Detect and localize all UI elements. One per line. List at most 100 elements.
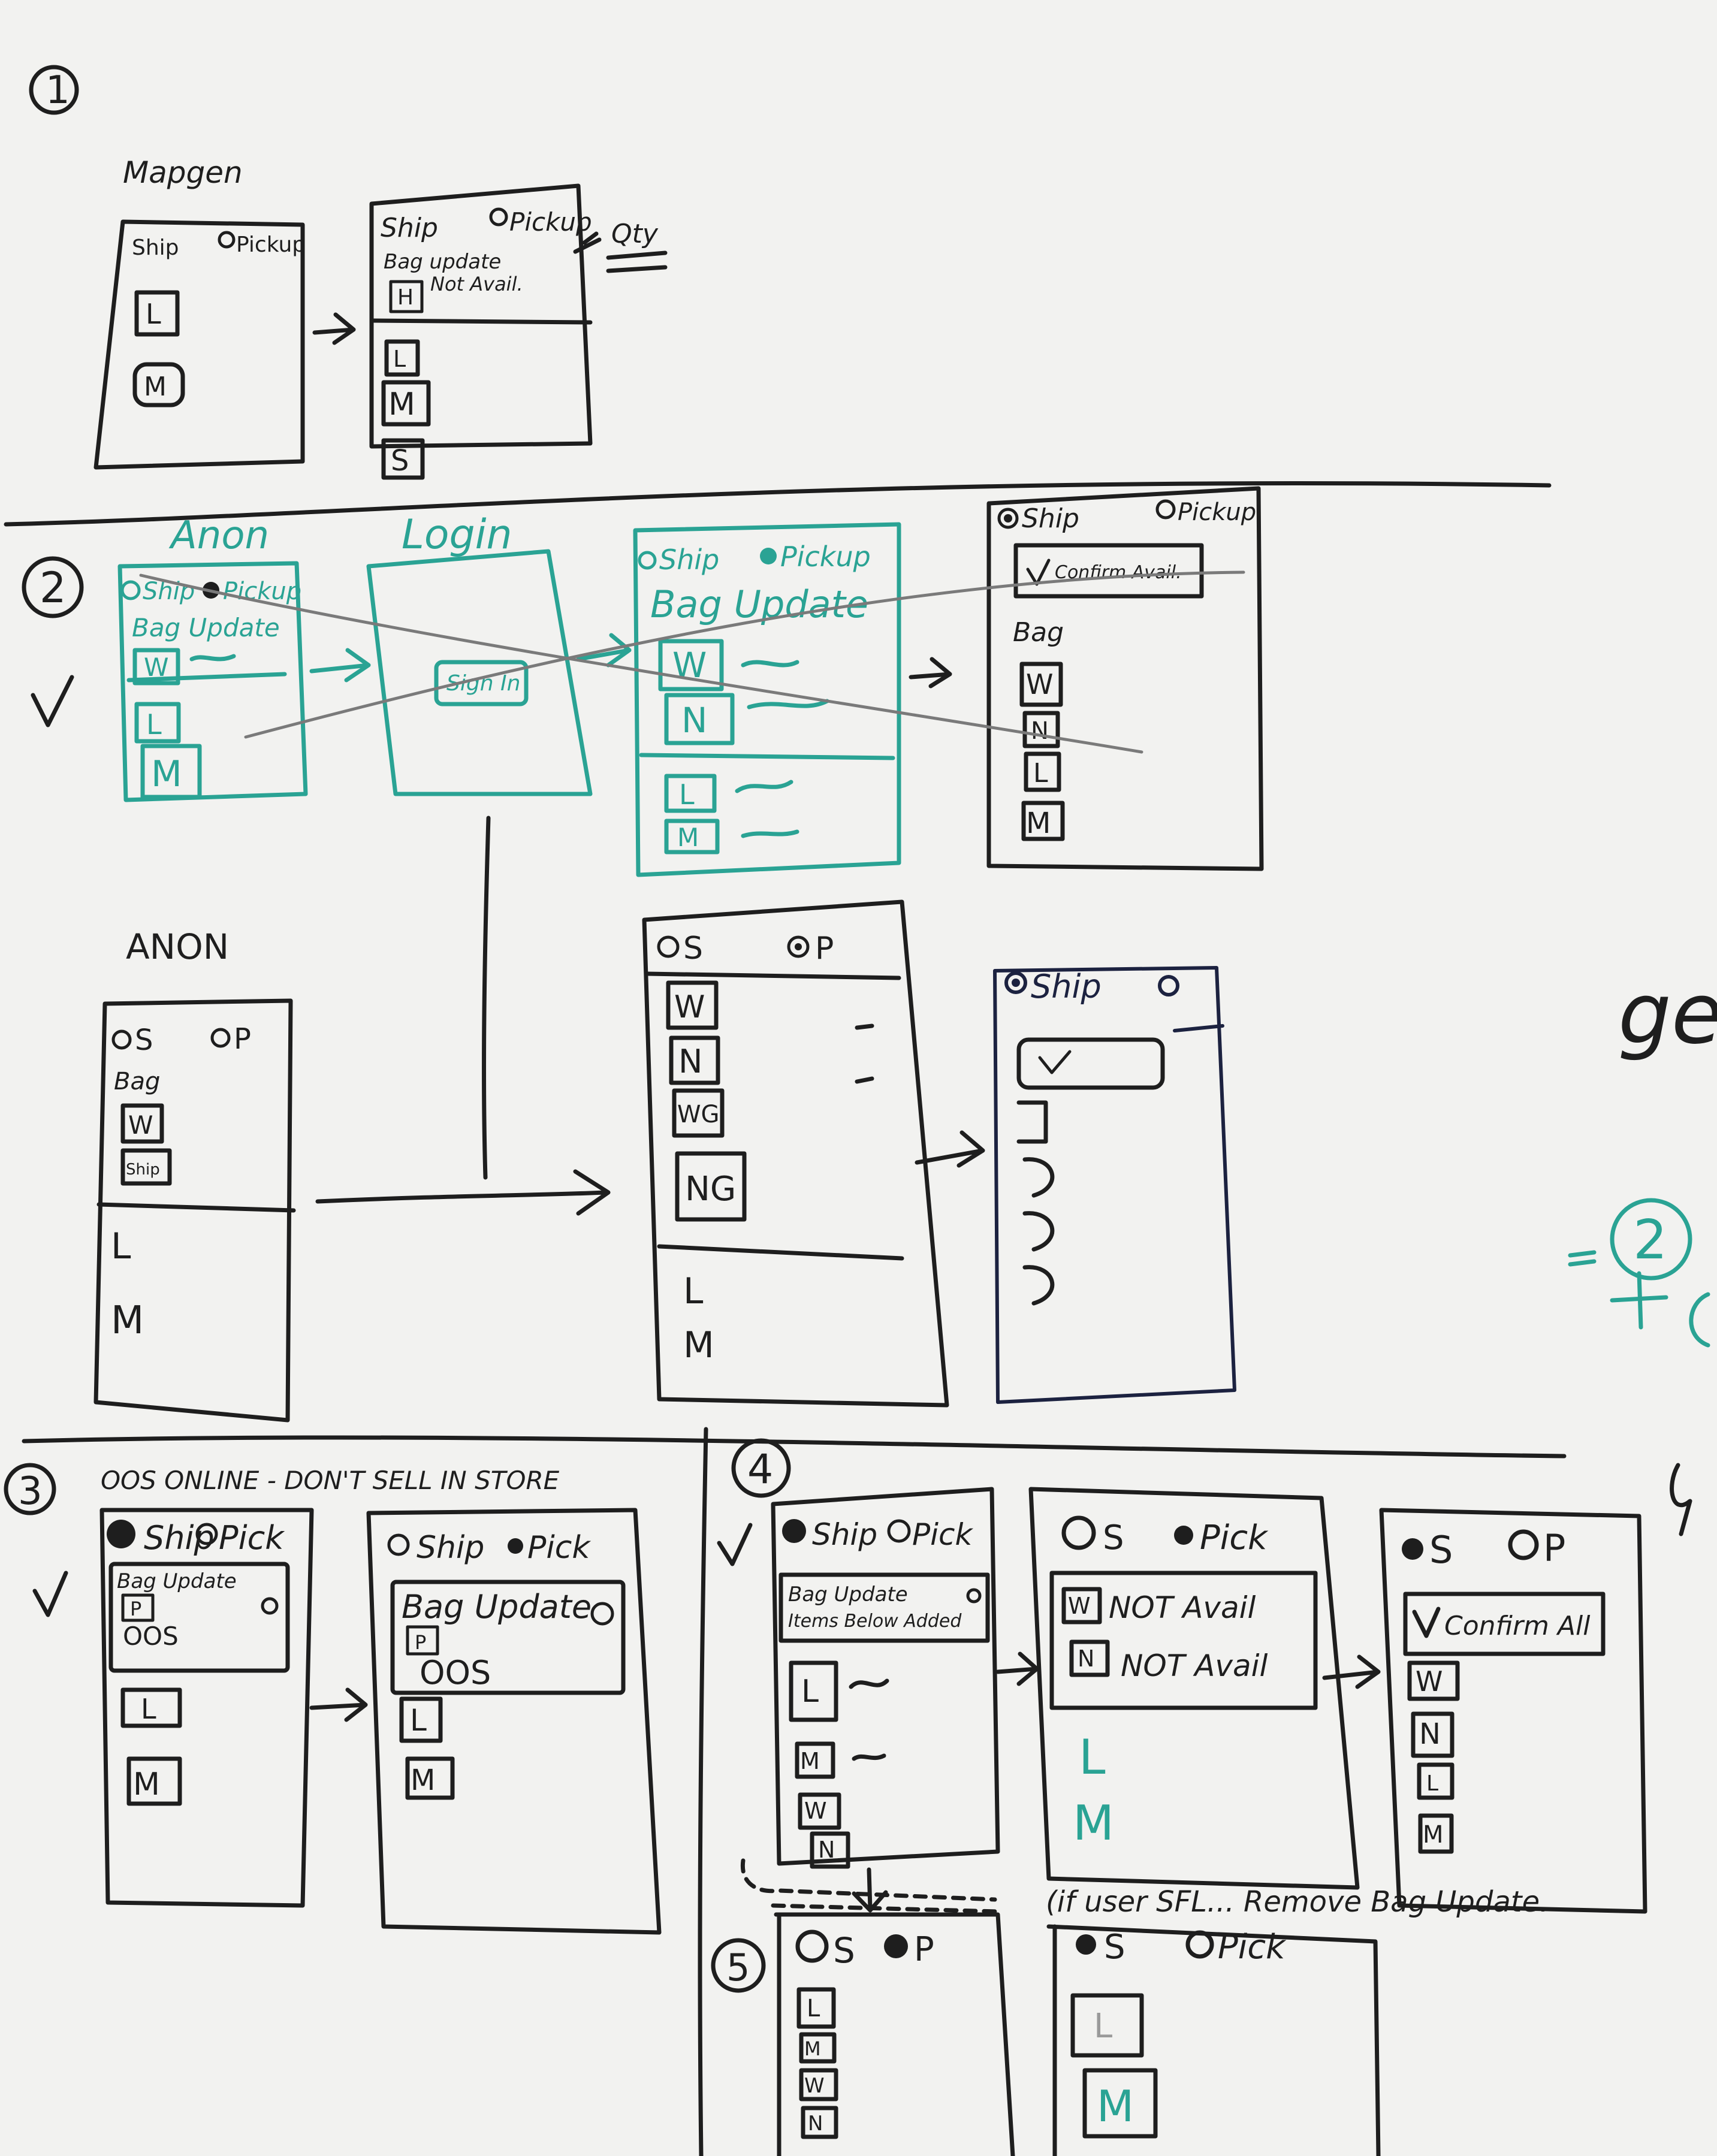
- ship-option: Ship: [659, 543, 719, 576]
- arrow-right-icon: [309, 648, 371, 683]
- size-tile-s: [381, 438, 425, 480]
- ship-radio-selected-icon: [107, 1520, 135, 1548]
- ship-option: Ship: [812, 1517, 877, 1552]
- size-tile-m-label: M: [388, 386, 415, 422]
- ship-radio-selected-icon: [997, 508, 1019, 529]
- close-icon[interactable]: [261, 1597, 279, 1615]
- size-tile-w-label: W: [1416, 1665, 1443, 1698]
- section-4-screen-b: S Pick W NOT Avail N NOT Avail L M: [1028, 1487, 1360, 1890]
- size-tile-m-label: M: [151, 753, 182, 795]
- size-tile-m: [405, 1756, 455, 1800]
- size-tile-l-label: L: [410, 1703, 427, 1738]
- anon-screen: Ship Pickup Bag Update W L M: [117, 561, 308, 802]
- size-tile-m: [664, 819, 720, 854]
- not-available-text: NOT Avail: [1109, 1590, 1256, 1625]
- size-tile-m-label: M: [133, 1767, 160, 1802]
- bag-update-heading: Bag update: [384, 250, 501, 274]
- placeholder-tile: [1022, 1265, 1055, 1306]
- size-tile-m-label: M: [677, 823, 699, 852]
- size-tile-l: [399, 1696, 443, 1743]
- confirm-button[interactable]: [1016, 1037, 1165, 1090]
- pickup-radio-icon: [489, 207, 508, 227]
- divider-section-1: [4, 481, 1552, 527]
- close-icon[interactable]: [590, 1602, 614, 1626]
- ship-radio-icon: [1061, 1515, 1096, 1550]
- size-tile-p-label: P: [130, 1598, 141, 1620]
- size-tile-n: [801, 2106, 838, 2139]
- anon-title-bottom: ANON: [126, 926, 229, 967]
- size-tile-n-label: N: [678, 1043, 702, 1080]
- checkmark-icon: [717, 1523, 753, 1566]
- size-tile-n: [1069, 1639, 1110, 1677]
- section-1-title: Mapgen: [123, 155, 243, 190]
- size-tile-ng-label: NG: [685, 1170, 736, 1209]
- size-tile-l: [664, 774, 717, 813]
- confirm-all-button[interactable]: [1403, 1592, 1606, 1656]
- anon-title: Anon: [168, 514, 269, 558]
- size-tile-l: [134, 290, 180, 337]
- bag-update-heading: Bag Update: [650, 582, 868, 626]
- pickup-radio-icon: [195, 1523, 218, 1545]
- bag-update-heading: Bag Update: [132, 613, 280, 642]
- section-1: 1 Mapgen Ship Pickup L M Ship Pickup Bag…: [29, 65, 668, 480]
- not-available-banner: [1049, 1571, 1318, 1710]
- section-4-number: 4: [747, 1446, 773, 1493]
- pickup-option: Pickup: [236, 232, 306, 257]
- bag-update-banner: [778, 1572, 990, 1643]
- size-tile-l-label: L: [393, 346, 406, 372]
- size-tile-n: [669, 1035, 720, 1085]
- section-5: 5 S P L M W N (if user SFL... Remove Bag…: [711, 1858, 1549, 2156]
- arrow-right-icon: [576, 633, 632, 668]
- sign-in-button[interactable]: [434, 660, 529, 706]
- arrow-right-icon: [915, 1130, 985, 1168]
- checkmark-icon: [1038, 1050, 1072, 1074]
- size-tile-w-label: W: [1068, 1593, 1091, 1619]
- strike-line: [139, 573, 1143, 754]
- bag-update-heading: Bag Update: [117, 1569, 237, 1593]
- pickup-radio-selected-icon: [760, 548, 777, 564]
- right-margin: get 2: [1568, 965, 1717, 1536]
- section-5-number: 5: [726, 1946, 750, 1989]
- ship-tile: [120, 1148, 172, 1186]
- section-4-screen-a: Ship Pick Bag Update Items Below Added L…: [771, 1487, 1000, 1869]
- size-tile-l: [1070, 1993, 1144, 2058]
- size-tile-w: [1019, 662, 1063, 707]
- size-tile-l-label: L: [141, 1693, 156, 1725]
- bag-heading: Bag: [114, 1068, 160, 1095]
- arrow-right-icon: [995, 1651, 1039, 1686]
- anon-screen-bottom: S P Bag W Ship L M: [93, 998, 296, 1423]
- size-tile-m-label: M: [804, 2037, 821, 2060]
- pickup-radio-selected-icon: [1174, 1526, 1193, 1545]
- pickup-radio-icon: [1185, 1930, 1214, 1959]
- size-tile-m: [126, 1756, 182, 1806]
- section-3-title: OOS ONLINE - DON'T SELL IN STORE: [101, 1466, 560, 1495]
- size-tile-w: [1407, 1660, 1460, 1701]
- margin-number-circle: [1610, 1198, 1692, 1281]
- size-tile-l: [384, 339, 420, 377]
- ship-option: S: [683, 931, 703, 967]
- close-icon[interactable]: [966, 1588, 982, 1604]
- size-tile-m-label: M: [411, 1764, 435, 1797]
- confirm-availability-button[interactable]: [1013, 543, 1204, 599]
- ship-option: S: [1103, 1518, 1124, 1557]
- checkmark-icon: [32, 1571, 68, 1617]
- pickup-option: Pick: [912, 1517, 974, 1552]
- placeholder-tile: [1022, 1211, 1055, 1252]
- ship-option: Ship: [132, 235, 179, 260]
- size-tile-w: [658, 639, 724, 692]
- size-tile-m: [1418, 1813, 1454, 1854]
- section-1-screen-a: Ship Pickup L M: [93, 219, 306, 470]
- size-tile-l-label: L: [807, 1995, 820, 2022]
- arrow-right-icon: [309, 1687, 368, 1722]
- size-tile-n-label: N: [1078, 1645, 1094, 1672]
- arrow-right-icon: [315, 1169, 611, 1216]
- size-tile-l: [1024, 751, 1061, 792]
- size-tile-l-label: L: [146, 298, 161, 330]
- size-tile-w: [799, 2068, 838, 2101]
- size-tile-h: [389, 280, 424, 313]
- section-3-screen-a: Ship Pick Bag Update P OOS L M: [99, 1508, 314, 1908]
- ship-radio-selected-icon: [1004, 971, 1027, 994]
- size-tile-m-label: M: [1097, 2081, 1134, 2131]
- size-tile-n: [810, 1831, 850, 1869]
- item-l: L: [683, 1270, 704, 1312]
